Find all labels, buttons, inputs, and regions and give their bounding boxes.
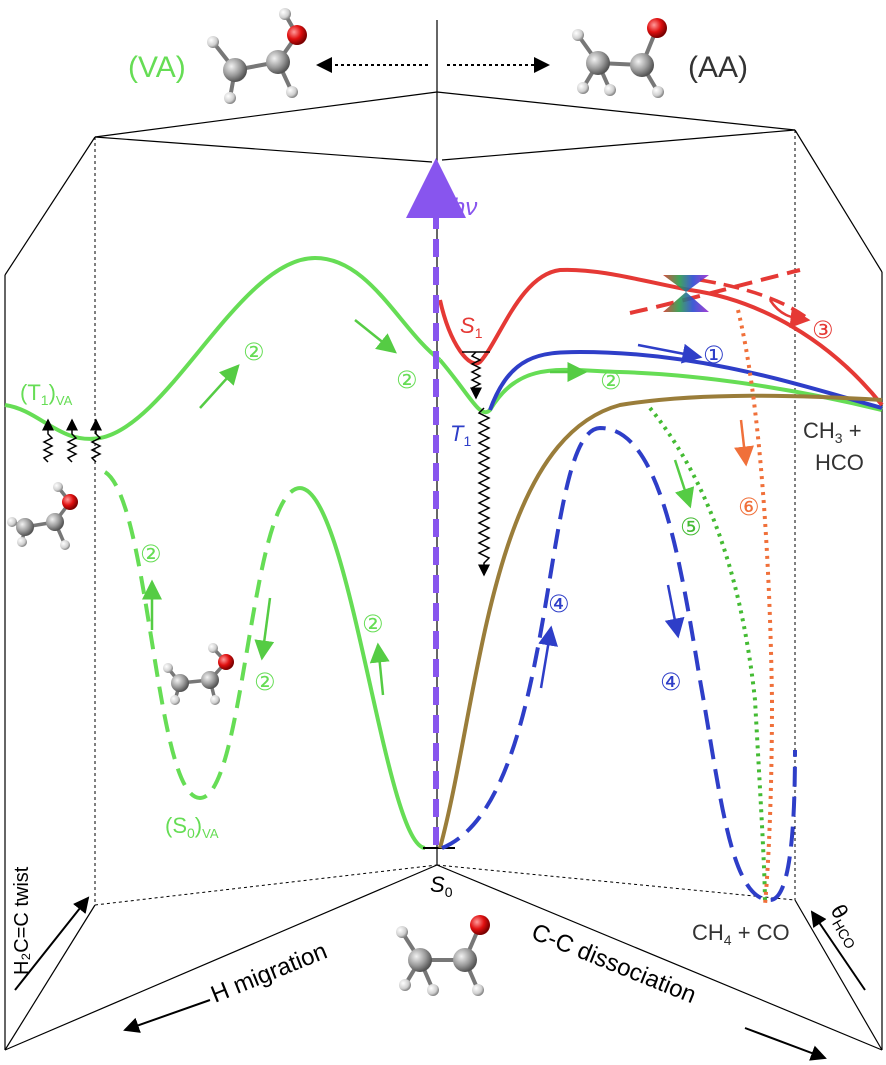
t1-green-diss-curve [438,358,883,414]
twist-arrow [14,896,90,991]
marker-2-b: ② [396,366,418,394]
aa-molecule-icon [572,18,667,98]
marker-3: ③ [812,316,834,344]
marker-2-e: ② [254,668,276,696]
marker-6: ⑥ [738,493,760,521]
t1-blue-curve [488,349,883,411]
s1-label: S1 [460,313,483,341]
ch4-co-label: CH4 + CO [692,920,790,948]
t1-label: T1 [450,421,471,449]
hv-label: hν [452,194,477,221]
conical-intersection-icon [663,275,709,312]
path-arrows [142,299,811,696]
marker-2-d: ② [140,540,162,568]
va-isc-squiggles [42,418,102,463]
theta-arrow [810,910,866,991]
t1-relax-squiggle [477,407,491,577]
t1-va-curve [4,255,442,441]
h-migration-label: H migration [207,938,331,1009]
aa-label: (AA) [688,51,748,84]
t1va-molecule-icon [7,482,78,550]
cc-dissociation-arrow [744,1027,827,1061]
roaming-blue-dashed [441,425,797,903]
marker-4-a: ④ [548,590,570,618]
s0va-label: (S0)VA [165,813,219,841]
va-label: (VA) [128,51,186,84]
s1-dashed-branch [629,268,801,315]
h-migration-arrow [123,999,211,1033]
s0-va-curve [103,470,301,801]
s0-green-curve [299,486,426,850]
marker-4-b: ④ [660,668,682,696]
marker-2-c: ② [600,367,622,395]
ch3-hco-label-line1: CH3 + [803,418,862,446]
isc-squiggle [470,351,482,400]
frame-hidden-edges [94,130,796,906]
marker-1: ① [703,341,725,369]
s0-molecule-icon [396,915,490,996]
s0-label: S0 [430,872,453,900]
orange-dotted-path [736,309,775,906]
s0va-molecule-icon [163,643,234,705]
s1-red-curve [438,267,884,407]
marker-2-a: ② [243,338,265,366]
theta-hco-label: θHCO [823,900,869,952]
va-molecule-icon [207,8,307,104]
s0-radical-curve [438,393,883,849]
h2c-twist-label: H₂C=C twist [11,866,33,975]
marker-2-f: ② [362,610,384,638]
marker-5: ⑤ [680,513,702,541]
green-dotted-path [648,406,767,906]
t1va-label: (T1)VA [20,380,73,408]
ch3-hco-label-line2: HCO [815,450,864,475]
s1-dashed-exit [699,278,812,322]
